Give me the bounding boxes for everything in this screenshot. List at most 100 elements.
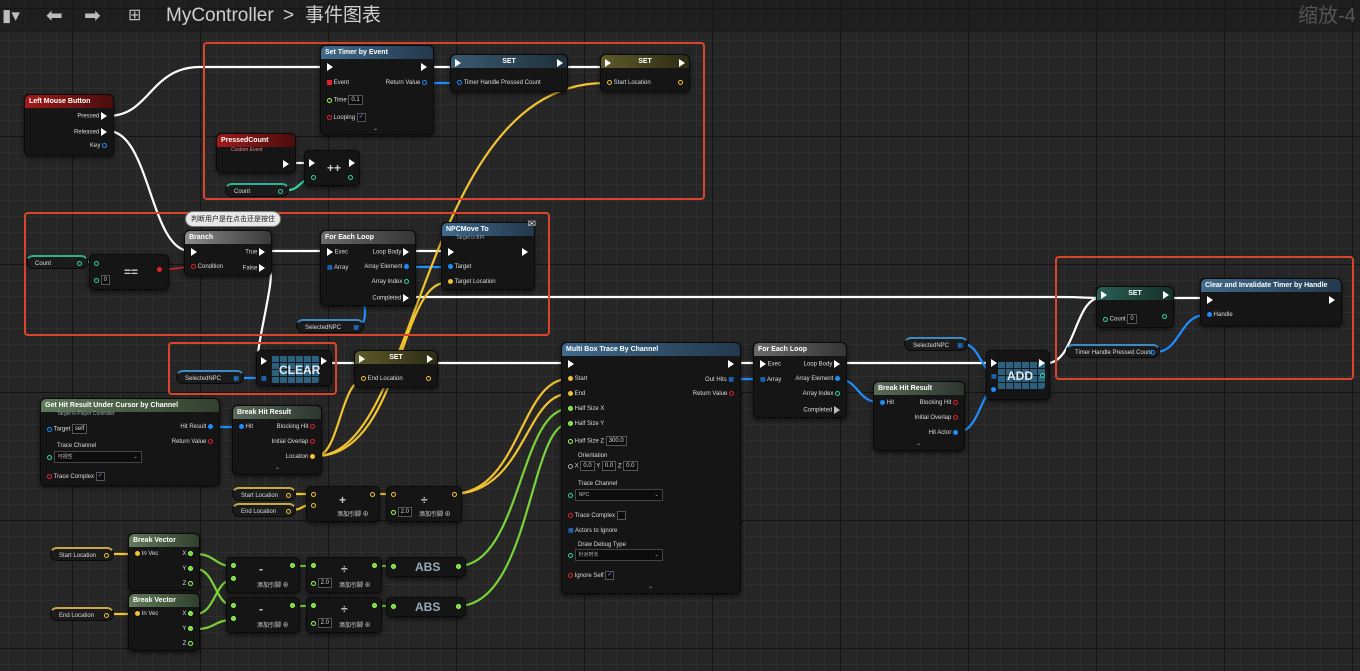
vector-pin[interactable] <box>104 553 109 558</box>
float-pin[interactable] <box>311 563 316 568</box>
add-pin-button[interactable]: 添加引脚 ⊕ <box>257 583 289 589</box>
float-pin[interactable] <box>188 641 193 646</box>
float-pin[interactable] <box>231 563 236 568</box>
float-pin[interactable] <box>568 421 573 426</box>
orientation-z-field[interactable]: 0.0 <box>623 461 638 471</box>
struct-pin[interactable] <box>835 376 840 381</box>
vector-pin[interactable] <box>452 492 457 497</box>
float-pin[interactable] <box>231 603 236 608</box>
exec-pin[interactable] <box>101 112 107 120</box>
float-pin[interactable] <box>311 603 316 608</box>
comment-box-clear[interactable] <box>168 342 337 395</box>
vector-pin[interactable] <box>286 493 291 498</box>
count-field[interactable]: 0 <box>1127 314 1137 324</box>
vector-pin[interactable] <box>426 376 431 381</box>
draw-debug-dropdown[interactable]: 针对时长⌄ <box>574 549 663 561</box>
selected-npc-variable[interactable]: SelectedNPC ▦ <box>296 319 364 333</box>
set-timer-handle-node[interactable]: SET Timer Handle Pressed Count <box>450 54 568 92</box>
exec-pin[interactable] <box>191 248 197 256</box>
timer-handle-variable[interactable]: Timer Handle Pressed Count <box>1066 344 1160 358</box>
exec-pin[interactable] <box>349 159 355 167</box>
time-field[interactable]: 0.1 <box>348 95 363 105</box>
vector-pin[interactable] <box>568 376 573 381</box>
expand-chevron-icon[interactable]: ⌄ <box>916 441 922 447</box>
float-pin[interactable] <box>391 564 396 569</box>
array-pin[interactable]: ▦ <box>991 374 997 380</box>
bool-pin[interactable] <box>729 391 734 396</box>
array-pin[interactable]: ▦ <box>728 377 734 383</box>
object-pin[interactable] <box>448 264 453 269</box>
exec-pin[interactable] <box>448 248 454 256</box>
set-timer-node[interactable]: Set Timer by Event Event Return Value Ti… <box>320 45 434 135</box>
int-pin[interactable] <box>1103 316 1108 322</box>
forward-arrow-icon[interactable]: ➡ <box>84 5 101 27</box>
exec-pin[interactable] <box>605 59 611 67</box>
compare-value-field[interactable]: 0 <box>100 275 111 285</box>
end-location-variable[interactable]: End Location <box>50 607 114 621</box>
vector-pin[interactable] <box>361 376 366 381</box>
exec-pin[interactable] <box>327 63 333 71</box>
float-pin[interactable] <box>568 438 573 444</box>
add-pin-button[interactable]: 添加引脚 ⊕ <box>339 583 371 589</box>
bool-pin[interactable] <box>310 424 315 429</box>
expand-chevron-icon[interactable]: ⌄ <box>648 584 654 590</box>
enum-pin[interactable] <box>568 492 573 498</box>
exec-pin[interactable] <box>261 357 267 365</box>
increment-node[interactable]: ++ <box>304 150 360 186</box>
float-pin[interactable] <box>391 509 396 515</box>
vector-pin[interactable] <box>104 613 109 618</box>
object-pin[interactable] <box>404 264 409 269</box>
object-pin[interactable] <box>991 387 996 392</box>
clear-array-node[interactable]: CLEAR ▦ <box>256 350 332 386</box>
exec-pin[interactable] <box>728 360 734 368</box>
divisor-field[interactable]: 2.0 <box>317 578 333 588</box>
int-pin[interactable] <box>348 175 353 180</box>
float-pin[interactable] <box>391 604 396 609</box>
vector-pin[interactable] <box>311 492 316 497</box>
bool-pin[interactable] <box>953 415 958 420</box>
break-hit-result-node[interactable]: Break Hit Result Hit Blocking Hit Initia… <box>232 405 322 475</box>
float-pin[interactable] <box>568 406 573 411</box>
subtract-node[interactable]: - 添加引脚 ⊕ <box>226 597 300 633</box>
set-end-location-node[interactable]: SET End Location <box>354 350 438 388</box>
vector-pin[interactable] <box>391 492 396 497</box>
vector-pin[interactable] <box>370 492 375 497</box>
comment-box-branch[interactable] <box>24 212 550 336</box>
divisor-field[interactable]: 2.0 <box>317 618 333 628</box>
vector-pin[interactable] <box>678 80 683 85</box>
float-pin[interactable] <box>231 616 236 621</box>
selected-npc-variable[interactable]: SelectedNPC ▦ <box>904 337 968 351</box>
vector-pin[interactable] <box>135 611 140 616</box>
comment-box-clear-timer[interactable] <box>1055 256 1354 380</box>
breadcrumb-blueprint[interactable]: MyController <box>166 5 274 26</box>
exec-pin[interactable] <box>403 248 409 256</box>
back-arrow-icon[interactable]: ⬅ <box>46 5 63 27</box>
break-vector-node[interactable]: Break Vector In Vec X Y Z <box>128 533 200 591</box>
float-pin[interactable] <box>188 626 193 631</box>
bool-pin[interactable] <box>191 264 196 269</box>
hierarchy-icon[interactable]: ⊞ <box>128 7 142 24</box>
count-variable[interactable]: Count <box>225 183 289 197</box>
exec-pin[interactable] <box>403 294 409 302</box>
array-pin[interactable]: ▦ <box>261 376 267 382</box>
struct-pin[interactable] <box>457 80 462 85</box>
bool-pin[interactable] <box>310 439 315 444</box>
exec-pin[interactable] <box>101 128 107 136</box>
subtract-node[interactable]: - 添加引脚 ⊕ <box>226 557 300 593</box>
vector-add-node[interactable]: + 添加引脚 ⊕ <box>306 486 380 522</box>
bool-pin[interactable] <box>953 400 958 405</box>
exec-pin[interactable] <box>991 359 997 367</box>
struct-pin[interactable] <box>880 400 885 405</box>
bool-pin[interactable] <box>568 573 573 578</box>
array-pin[interactable]: ▦ <box>568 528 574 534</box>
struct-pin[interactable] <box>422 80 427 85</box>
divide-node[interactable]: ÷ 2.0 添加引脚 ⊕ <box>306 557 382 593</box>
exec-pin[interactable] <box>679 59 685 67</box>
bookmark-icon[interactable]: ▮▾ <box>2 6 20 25</box>
expand-chevron-icon[interactable]: ⌄ <box>373 126 379 132</box>
looping-checkbox[interactable]: ✓ <box>356 113 366 122</box>
pressed-count-event-node[interactable]: PressedCount Custom Event <box>216 133 296 173</box>
selected-npc-variable[interactable]: SelectedNPC ▦ <box>176 370 244 384</box>
expand-chevron-icon[interactable]: ⌄ <box>275 465 281 471</box>
exec-pin[interactable] <box>1329 296 1335 304</box>
